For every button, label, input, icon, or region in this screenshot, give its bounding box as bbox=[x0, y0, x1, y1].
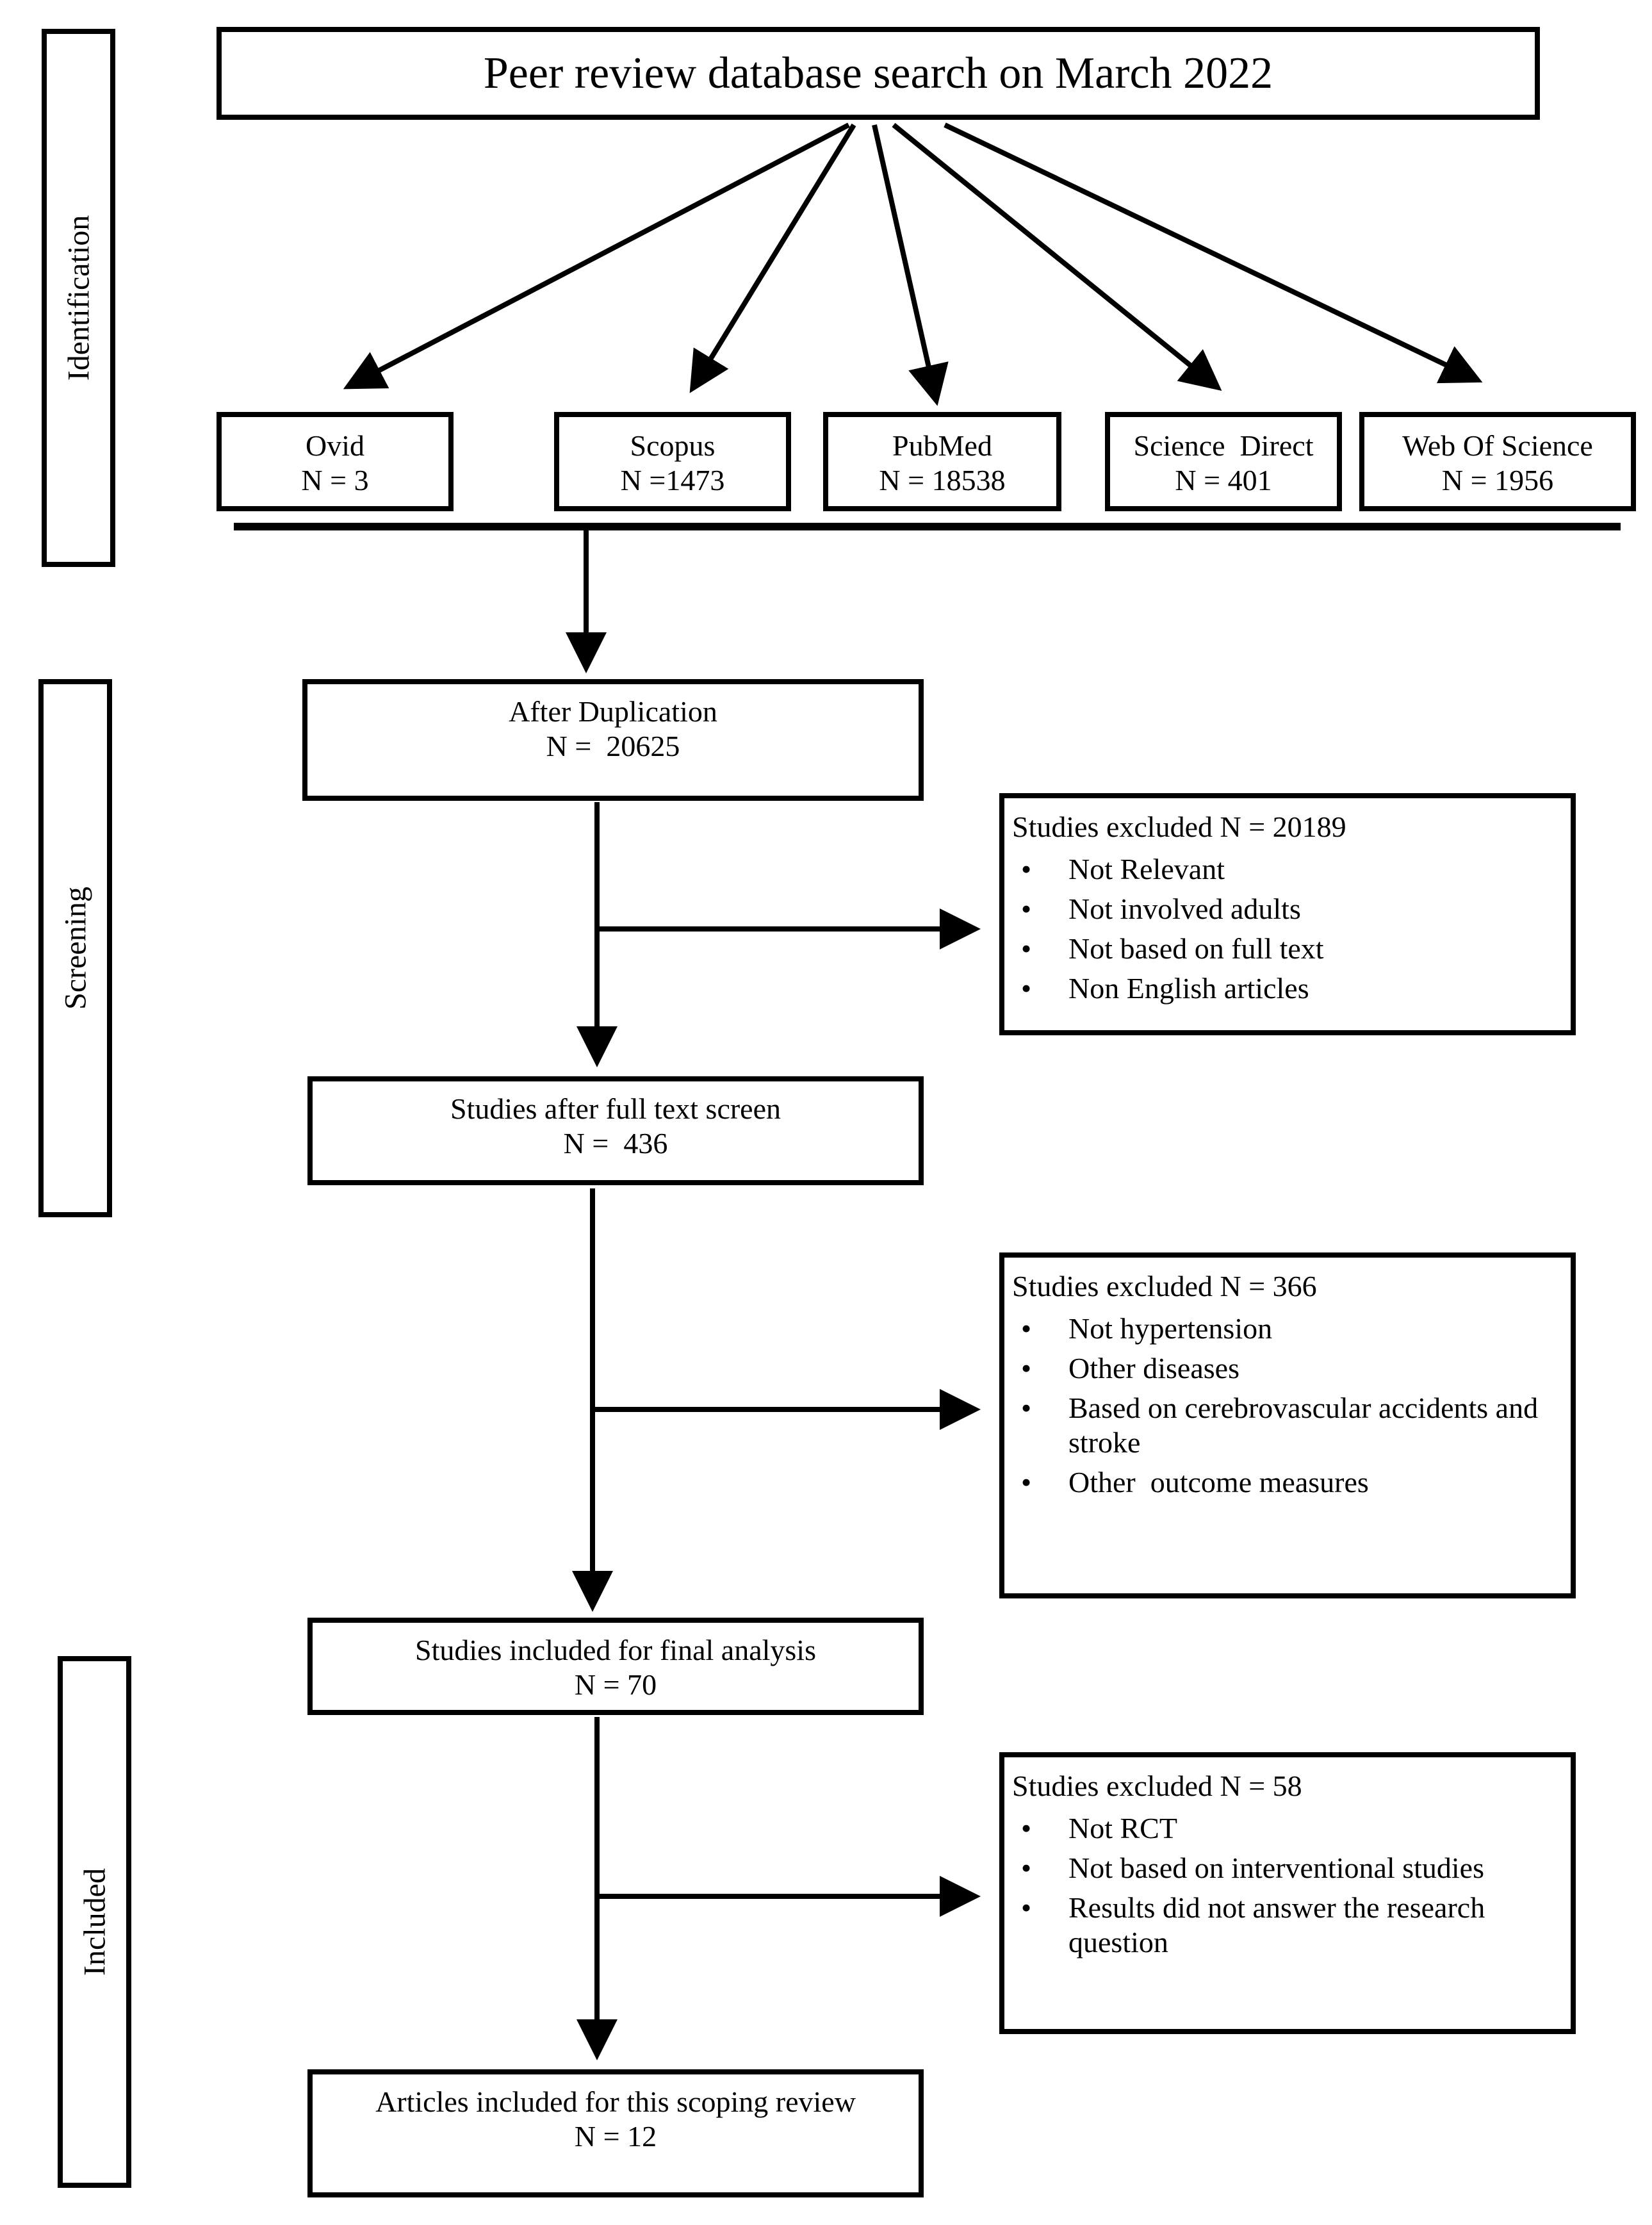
exclusion-item: Based on cerebrovascular accidents and s… bbox=[1012, 1391, 1571, 1460]
database-name: Scopus bbox=[630, 429, 716, 462]
step-count: N = 70 bbox=[574, 1668, 657, 1701]
exclusion-header: Studies excluded N = 366 bbox=[1012, 1270, 1317, 1302]
database-box-scopus: Scopus N =1473 bbox=[554, 412, 791, 511]
exclusion-item: Not RCT bbox=[1012, 1811, 1571, 1846]
scoping-review-box: Articles included for this scoping revie… bbox=[307, 2069, 924, 2197]
step-count: N = 436 bbox=[563, 1127, 668, 1160]
exclusion-item: Other diseases bbox=[1012, 1351, 1571, 1386]
database-count: N = 3 bbox=[301, 464, 369, 497]
exclusion-item: Non English articles bbox=[1012, 971, 1571, 1006]
step-label: Studies after full text screen bbox=[450, 1092, 781, 1125]
exclusion-item: Not based on full text bbox=[1012, 932, 1571, 966]
step-count: N = 12 bbox=[574, 2120, 657, 2153]
exclusion-list: Not RCT Not based on interventional stud… bbox=[1012, 1811, 1571, 1960]
database-box-science-direct: Science Direct N = 401 bbox=[1105, 412, 1342, 511]
arrow-to-web-of-science bbox=[944, 122, 1483, 384]
phase-included: Included bbox=[58, 1656, 131, 2188]
arrow-to-science-direct bbox=[892, 122, 1222, 391]
database-name: PubMed bbox=[892, 429, 992, 462]
exclusion-item: Not involved adults bbox=[1012, 892, 1571, 926]
step-count: N = 20625 bbox=[546, 730, 680, 762]
final-analysis-box: Studies included for final analysis N = … bbox=[307, 1618, 924, 1715]
exclusion-item: Not based on interventional studies bbox=[1012, 1851, 1571, 1885]
exclusion-item: Results did not answer the research ques… bbox=[1012, 1891, 1571, 1960]
database-count: N = 401 bbox=[1175, 464, 1272, 497]
exclusion-list: Not Relevant Not involved adults Not bas… bbox=[1012, 852, 1571, 1006]
step-label: After Duplication bbox=[509, 695, 717, 728]
database-box-pubmed: PubMed N = 18538 bbox=[823, 412, 1061, 511]
phase-identification: Identification bbox=[42, 29, 115, 567]
full-text-box: Studies after full text screen N = 436 bbox=[307, 1076, 924, 1185]
exclusion-box-1: Studies excluded N = 20189 Not Relevant … bbox=[999, 793, 1576, 1035]
database-count: N = 18538 bbox=[879, 464, 1006, 497]
exclusion-item: Not Relevant bbox=[1012, 852, 1571, 887]
after-duplication-box: After Duplication N = 20625 bbox=[302, 679, 924, 801]
database-name: Web Of Science bbox=[1402, 429, 1593, 462]
search-box: Peer review database search on March 202… bbox=[217, 27, 1540, 120]
database-count: N = 1956 bbox=[1441, 464, 1554, 497]
phase-identification-label: Identification bbox=[61, 215, 95, 381]
phase-screening-label: Screening bbox=[58, 887, 92, 1010]
exclusion-header: Studies excluded N = 20189 bbox=[1012, 810, 1346, 843]
exclusion-box-2: Studies excluded N = 366 Not hypertensio… bbox=[999, 1252, 1576, 1598]
database-name: Science Direct bbox=[1133, 429, 1314, 462]
exclusion-item: Other outcome measures bbox=[1012, 1465, 1571, 1500]
database-name: Ovid bbox=[306, 429, 364, 462]
exclusion-list: Not hypertension Other diseases Based on… bbox=[1012, 1311, 1571, 1500]
database-count: N =1473 bbox=[620, 464, 725, 497]
exclusion-box-3: Studies excluded N = 58 Not RCT Not base… bbox=[999, 1752, 1576, 2034]
step-label: Studies included for final analysis bbox=[415, 1634, 816, 1666]
database-box-web-of-science: Web Of Science N = 1956 bbox=[1359, 412, 1636, 511]
phase-included-label: Included bbox=[78, 1868, 111, 1976]
exclusion-header: Studies excluded N = 58 bbox=[1012, 1769, 1302, 1802]
search-title: Peer review database search on March 202… bbox=[483, 48, 1273, 98]
database-box-ovid: Ovid N = 3 bbox=[217, 412, 454, 511]
step-label: Articles included for this scoping revie… bbox=[375, 2085, 856, 2118]
phase-screening: Screening bbox=[38, 679, 112, 1217]
arrow-to-scopus bbox=[689, 123, 856, 393]
arrow-to-pubmed bbox=[872, 124, 949, 406]
exclusion-item: Not hypertension bbox=[1012, 1311, 1571, 1346]
arrow-to-ovid bbox=[343, 122, 850, 390]
